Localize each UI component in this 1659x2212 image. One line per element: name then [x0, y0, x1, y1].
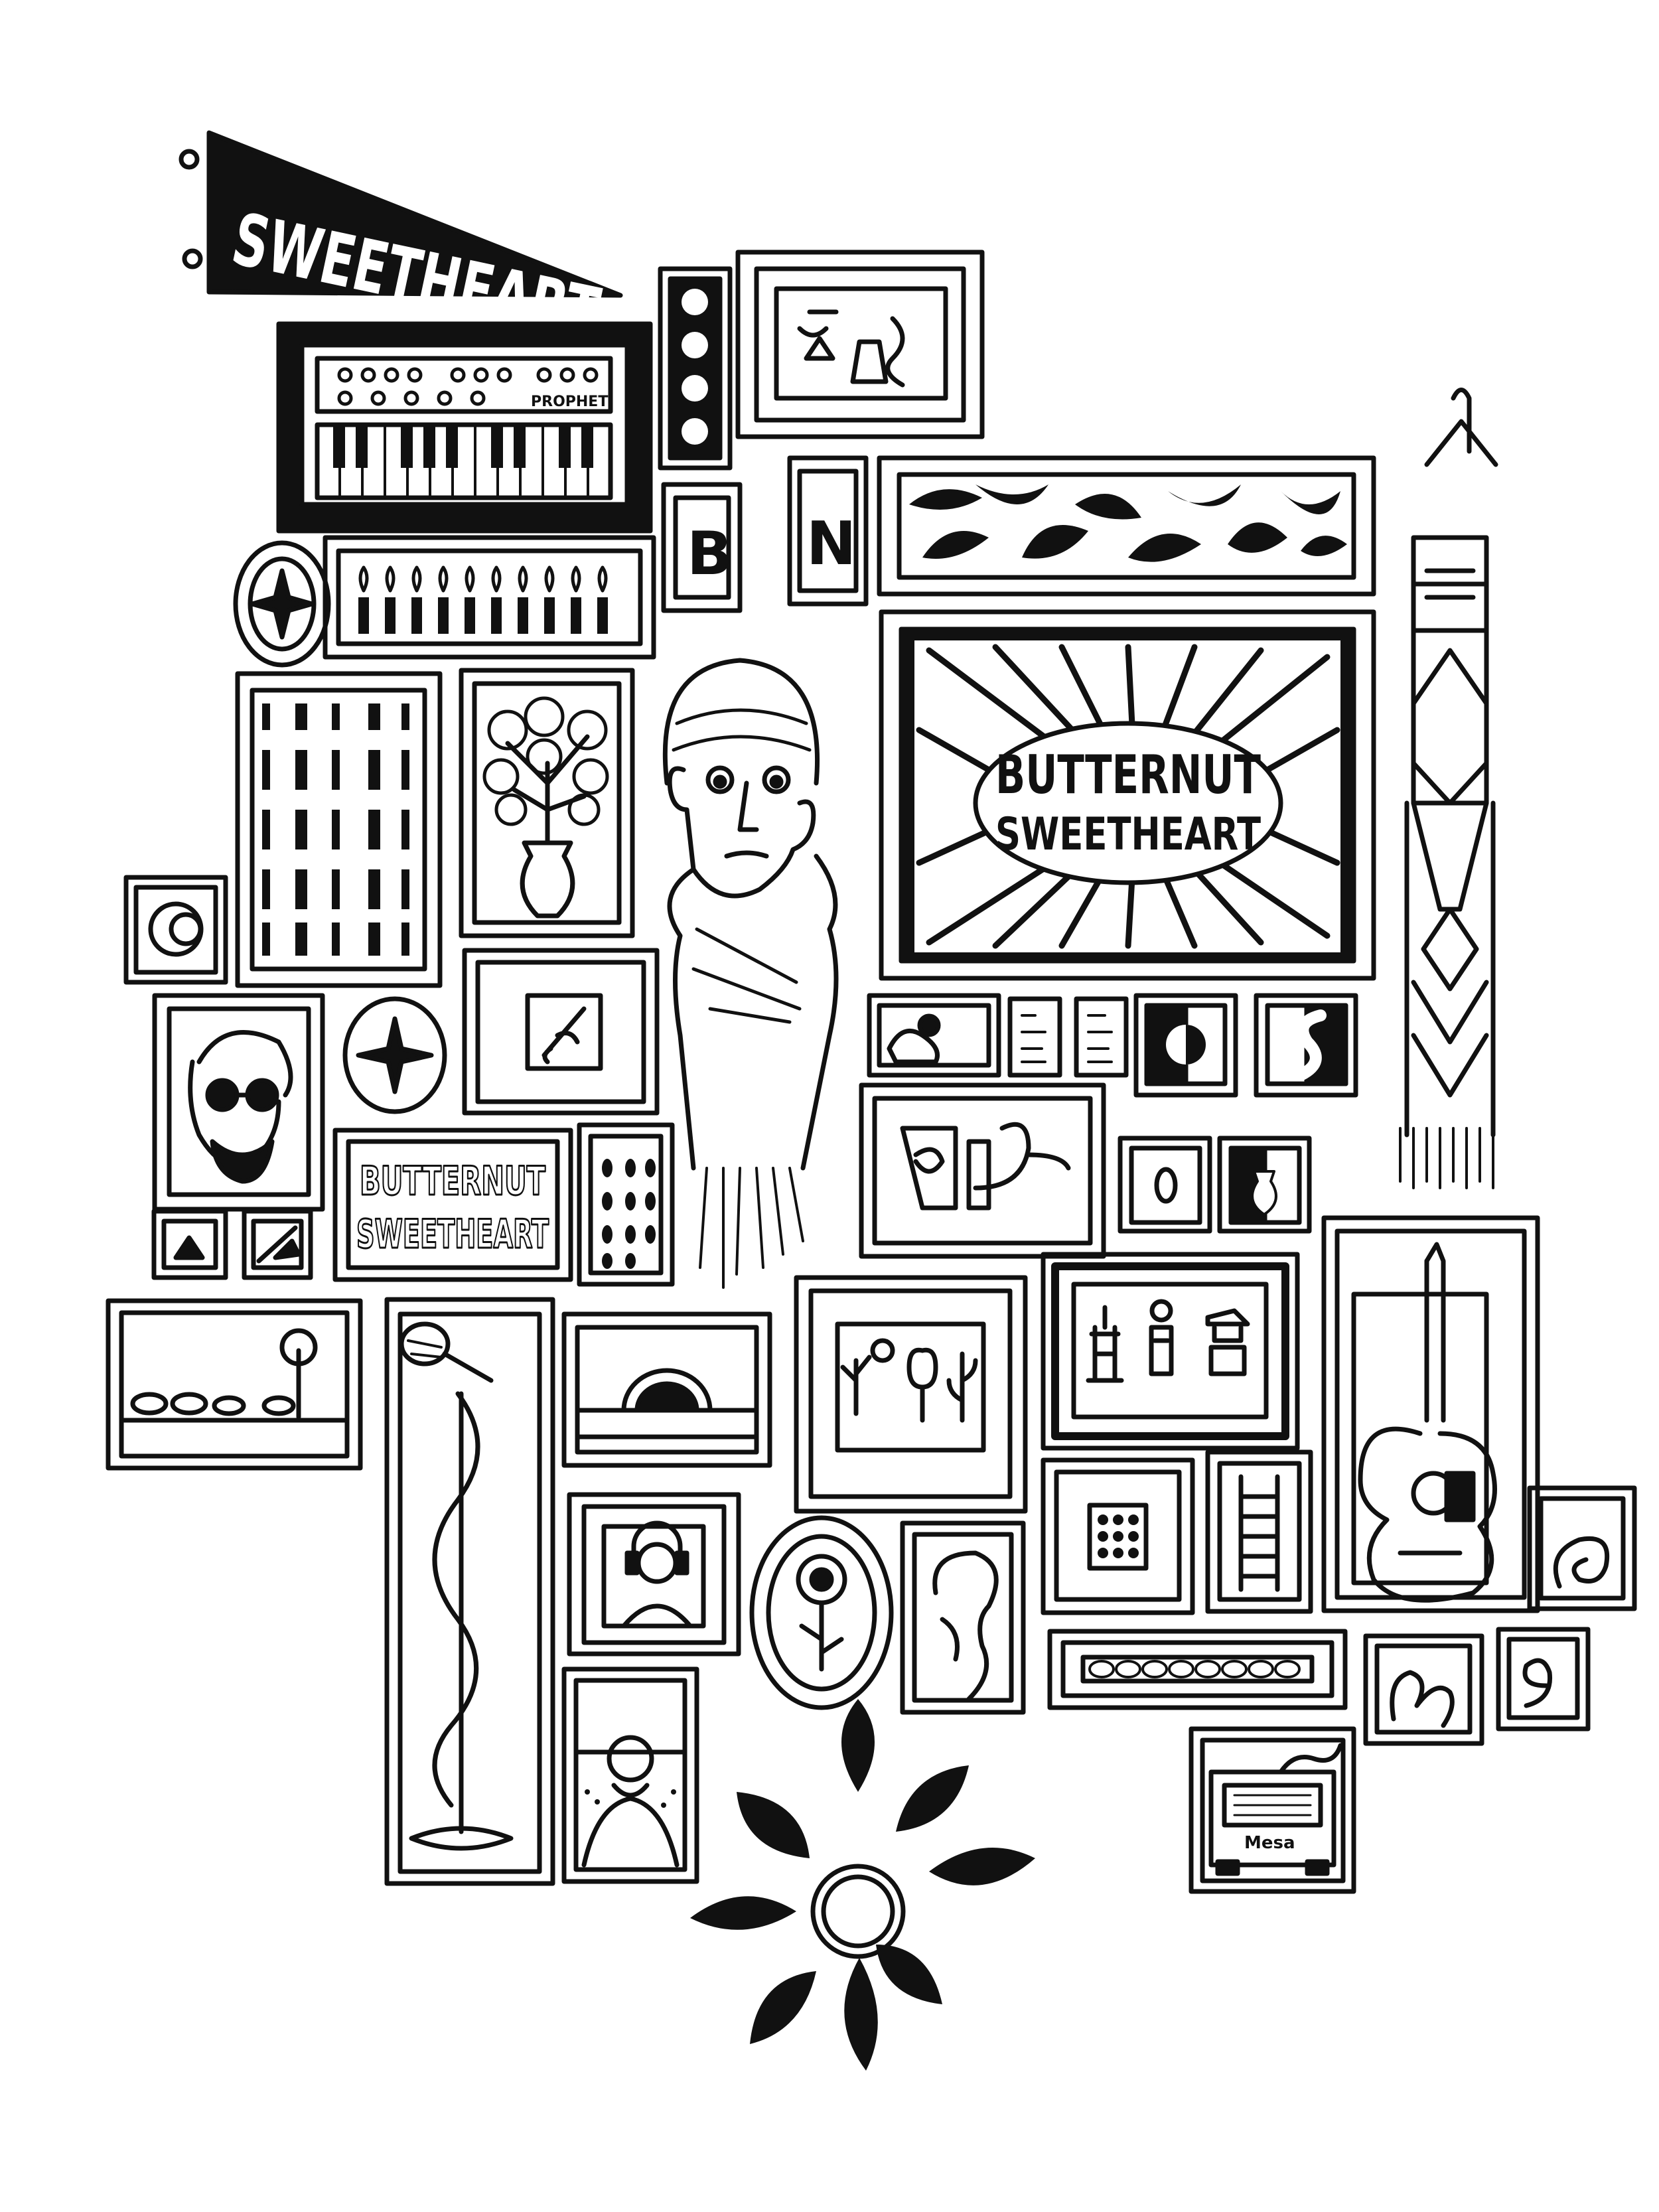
band-sign-line2: SWEETHEART [356, 1211, 549, 1258]
synthesizer-frame: PROPHET [276, 321, 653, 534]
band-poster-line2: SWEETHEART [995, 808, 1261, 861]
rainbow-landscape-frame [561, 1311, 772, 1468]
microphone-frame [384, 1297, 555, 1886]
synth-knobs [337, 367, 599, 406]
monogram-b-tile: B [661, 482, 743, 613]
band-poster-frame: BUTTERNUT SWEETHEART [879, 609, 1376, 981]
tiny-frame-left [151, 1209, 228, 1280]
leaf-mirror [690, 1699, 1035, 2071]
dogs-landscape-frame [106, 1298, 363, 1471]
profile-portrait-frame [900, 1520, 1026, 1715]
ladder-frame [1205, 1449, 1313, 1614]
swirl-frame-right [1527, 1485, 1637, 1611]
band-poster-line1: BUTTERNUT [995, 744, 1261, 806]
macrame-wall-hanging [1399, 388, 1498, 1189]
sunglasses-portrait-frame [152, 993, 325, 1212]
squiggle-frame-2 [1496, 1627, 1591, 1732]
band-sign-line1: BUTTERNUT [360, 1158, 545, 1205]
teapot-frame [867, 993, 1001, 1078]
figurines-frame [1041, 1252, 1300, 1451]
guitar-frame [1321, 1215, 1540, 1613]
flowers-frame [794, 1275, 1028, 1514]
text-note-frame-1 [1007, 996, 1062, 1078]
band-sign-frame: BUTTERNUT SWEETHEART [332, 1128, 573, 1282]
compass-oval-frame [233, 540, 331, 668]
leaf-sprig-frame [462, 948, 660, 1116]
leaf-pattern-banner [877, 455, 1376, 597]
speaker-frame [658, 266, 733, 471]
pebbles-banner-frame [1047, 1629, 1348, 1710]
abstract-shapes-frame [735, 250, 985, 439]
monogram-n: N [806, 509, 856, 579]
abstract-line-frame [859, 1082, 1106, 1259]
chrysanthemum-oval-frame [749, 1515, 894, 1710]
amplifier-frame: Mesa [1189, 1726, 1356, 1894]
singer-portrait-frame [561, 1666, 699, 1884]
beanie-portrait-drawing [662, 658, 839, 1289]
headphones-portrait-frame [567, 1492, 741, 1657]
candles-frame [323, 535, 656, 660]
potted-plant-frame [459, 668, 635, 938]
half-circle-frame [1133, 993, 1238, 1098]
seed-grid-frame [1041, 1457, 1195, 1615]
monogram-n-tile: N [787, 455, 869, 607]
lemon-frame [123, 875, 228, 985]
oval-tile-frame [1118, 1136, 1212, 1234]
squiggle-frame-1 [1363, 1633, 1484, 1746]
s-shape-frame [1254, 993, 1358, 1098]
tiny-frame-right [242, 1209, 313, 1280]
synth-keyboard [315, 422, 613, 500]
compass-circle-frame [342, 996, 447, 1114]
text-note-frame-2 [1074, 996, 1129, 1078]
vase-tile-frame [1217, 1136, 1312, 1234]
raindrops-frame [577, 1122, 675, 1287]
monogram-b: B [687, 519, 733, 589]
synth-label: PROPHET [531, 394, 608, 410]
amp-label: Mesa [1244, 1833, 1295, 1853]
pattern-frame [235, 671, 443, 988]
